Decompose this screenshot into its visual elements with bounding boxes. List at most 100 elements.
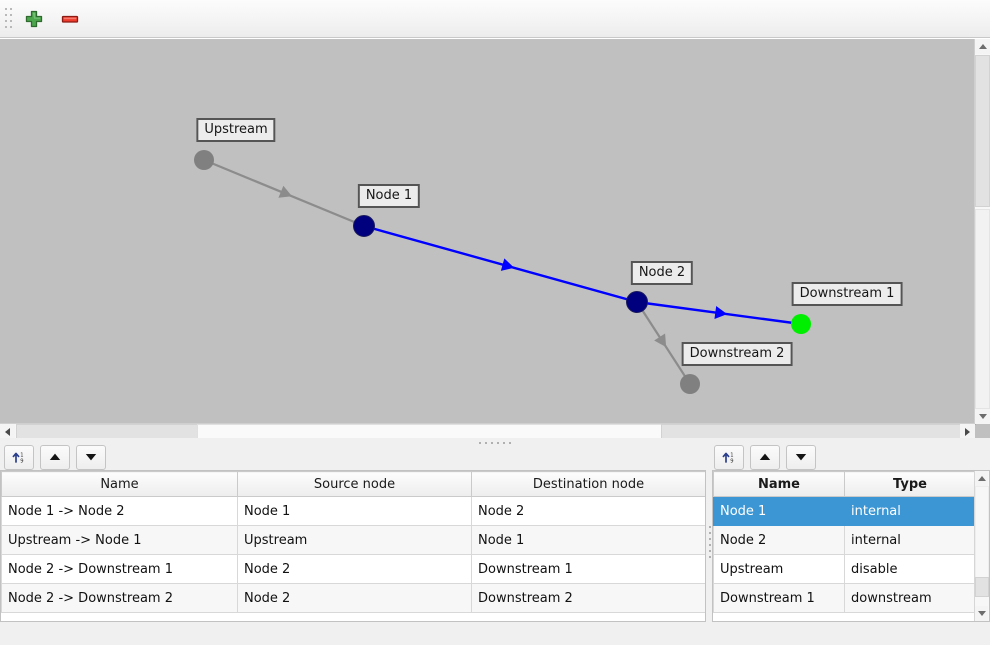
canvas-vscroll-thumb[interactable] [975,55,990,207]
toolbar-drag-handle[interactable] [4,7,13,30]
edges-cell-destination: Downstream 1 [471,554,705,584]
graph-node-label-downstream2[interactable]: Downstream 2 [681,342,793,366]
nodes-scroll-track[interactable] [975,486,989,578]
triangle-up-icon [49,453,61,460]
graph-edges-layer [203,158,802,385]
splitter-grip-icon [479,441,511,444]
graph-node-label-node2[interactable]: Node 2 [630,261,694,285]
edges-col-name[interactable]: Name [1,471,238,497]
edges-move-up-button[interactable] [40,444,70,470]
edges-table-container: Name Source node Destination node Node 1… [0,470,706,622]
nodes-cell-type: internal [844,496,976,526]
edges-cell-destination: Node 1 [471,525,705,555]
remove-button[interactable] [55,4,85,34]
nodes-sort-button[interactable]: 1 9 [714,444,744,470]
triangle-down-icon [795,454,807,461]
nodes-cell-type: internal [844,525,976,555]
splitter-grip-icon [708,526,711,558]
nodes-pane: 1 9 Name Type [712,444,990,622]
graph-node-node2[interactable] [626,291,648,313]
nodes-table-header-row: Name Type [713,471,976,497]
nodes-cell-type: downstream [844,583,976,613]
graph-edge[interactable] [363,224,638,304]
canvas-vertical-scrollbar[interactable] [974,39,990,424]
triangle-up-icon [977,476,986,481]
graph-node-node1[interactable] [353,215,375,237]
scroll-down-button[interactable] [975,409,990,424]
nodes-pane-toolbar: 1 9 [712,444,990,470]
vertical-splitter[interactable] [706,444,713,640]
canvas-vscroll-track-lower[interactable] [975,209,990,409]
edge-arrowhead-icon [500,258,515,271]
canvas-horizontal-scrollbar[interactable] [0,423,975,439]
nodes-col-type[interactable]: Type [844,471,976,497]
horizontal-splitter[interactable] [0,438,990,447]
triangle-down-icon [978,414,987,419]
edges-cell-name: Node 1 -> Node 2 [1,496,238,526]
canvas-hscroll-thumb[interactable] [197,424,662,439]
svg-text:1: 1 [20,452,23,458]
nodes-col-name[interactable]: Name [713,471,845,497]
canvas-hscroll-track-left[interactable] [16,424,198,439]
edges-move-down-button[interactable] [76,444,106,470]
graph-node-label-node1[interactable]: Node 1 [357,184,421,208]
edges-cell-source: Node 2 [237,583,472,613]
scroll-down-button[interactable] [975,606,988,621]
sort-icon: 1 9 [722,452,734,464]
main-toolbar [0,0,990,38]
edges-pane-toolbar: 1 9 [0,444,706,470]
edges-pane: 1 9 Name Source n [0,444,706,622]
triangle-right-icon [965,427,970,436]
edges-cell-name: Node 2 -> Downstream 1 [1,554,238,584]
nodes-cell-name: Node 1 [713,496,845,526]
edge-arrowhead-icon [654,333,667,348]
add-button[interactable] [19,4,49,34]
edge-arrowhead-icon [714,306,728,319]
scroll-up-button[interactable] [975,471,988,486]
nodes-scroll-thumb[interactable] [975,577,989,597]
scroll-right-button[interactable] [960,424,975,439]
edges-cell-source: Node 2 [237,554,472,584]
edges-col-destination[interactable]: Destination node [471,471,705,497]
edges-cell-destination: Downstream 2 [471,583,705,613]
nodes-move-down-button[interactable] [786,444,816,470]
graph-node-label-upstream[interactable]: Upstream [196,118,276,142]
edges-sort-button[interactable]: 1 9 [4,444,34,470]
nodes-move-up-button[interactable] [750,444,780,470]
edges-table[interactable]: Name Source node Destination node Node 1… [1,471,705,613]
edges-cell-name: Upstream -> Node 1 [1,525,238,555]
graph-node-label-downstream1[interactable]: Downstream 1 [791,282,903,306]
edges-cell-source: Upstream [237,525,472,555]
graph-node-downstream1[interactable] [791,314,811,334]
nodes-cell-name: Upstream [713,554,845,584]
nodes-table-scrollbar[interactable] [974,471,989,621]
triangle-down-icon [85,454,97,461]
triangle-up-icon [759,453,771,460]
edges-cell-name: Node 2 -> Downstream 2 [1,583,238,613]
scroll-up-button[interactable] [975,39,990,54]
scroll-left-button[interactable] [0,424,15,439]
graph-node-downstream2[interactable] [680,374,700,394]
canvas-hscroll-track-right[interactable] [661,424,962,439]
triangle-down-icon [977,611,986,616]
edges-cell-source: Node 1 [237,496,472,526]
sort-icon: 1 9 [12,452,24,464]
graph-node-upstream[interactable] [194,150,214,170]
svg-text:9: 9 [730,458,733,464]
edges-col-source[interactable]: Source node [237,471,472,497]
